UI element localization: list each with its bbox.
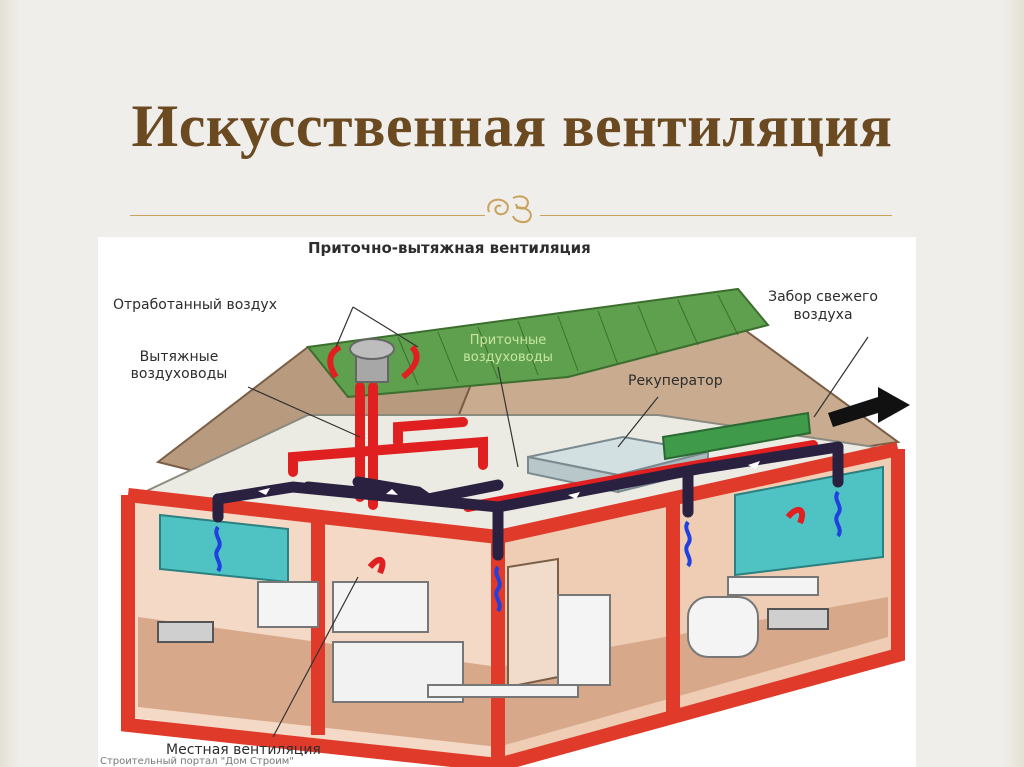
label-supply-ducts-1: Приточные xyxy=(469,333,547,348)
left-border xyxy=(0,0,20,767)
arrow-icon xyxy=(327,344,806,575)
slide-title: Искусственная вентиляция xyxy=(131,93,893,159)
divider-right xyxy=(540,215,892,216)
right-border xyxy=(1002,0,1024,767)
fan-icon xyxy=(349,338,395,383)
label-fresh-air-2: воздуха xyxy=(793,307,853,323)
diagram-heading: Приточно-вытяжная вентиляция xyxy=(308,239,591,257)
label-exhaust-air: Отработанный воздух xyxy=(113,297,277,313)
label-exhaust-ducts-2: воздуховоды xyxy=(130,366,228,382)
label-fresh-air-1: Забор свежего xyxy=(768,289,878,305)
credit-text: Строительный портал "Дом Строим" xyxy=(100,756,294,767)
label-supply-ducts-2: воздуховоды xyxy=(463,350,553,365)
ventilation-diagram: Приточно-вытяжная вентиляция Отработанны… xyxy=(98,237,916,767)
divider-left xyxy=(130,215,485,216)
ornament-icon xyxy=(487,195,532,224)
label-local-ventilation: Местная вентиляция xyxy=(166,742,321,758)
label-exhaust-ducts-1: Вытяжные xyxy=(139,349,219,365)
house-illustration xyxy=(121,287,910,767)
label-recuperator: Рекуператор xyxy=(628,373,723,389)
